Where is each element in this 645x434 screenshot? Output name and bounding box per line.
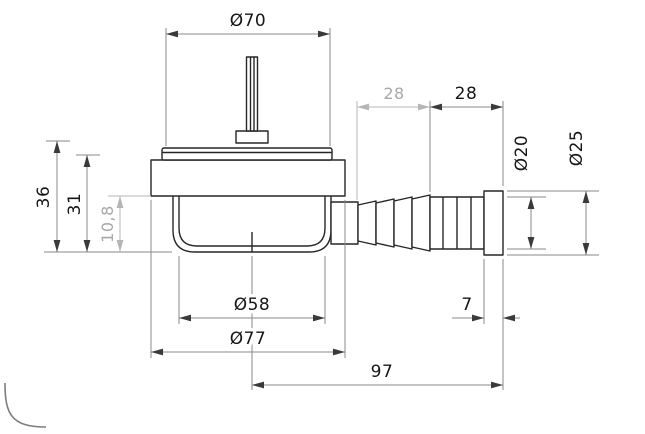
- dim-dia70: Ø70: [166, 8, 330, 38]
- part-geometry: [150, 56, 504, 256]
- dim-28-barb: 28: [430, 81, 503, 111]
- dim-label-31: 31: [65, 193, 85, 216]
- threaded-stem: [245, 56, 259, 132]
- barb-cone-1: [357, 200, 377, 246]
- dim-label-dia20: Ø20: [512, 135, 532, 172]
- dim-label-dia58: Ø58: [234, 295, 271, 315]
- frame-corner-arc: [4, 382, 47, 428]
- dim-28-taper: 28: [357, 81, 430, 111]
- dim-31: 31: [62, 155, 91, 252]
- barb-cone-2: [375, 198, 395, 248]
- barb-cone-4: [411, 194, 431, 252]
- stem-crossbar: [235, 130, 269, 144]
- dim-dia58: Ø58: [179, 292, 325, 322]
- dim-label-28-barb: 28: [455, 84, 478, 104]
- dim-label-dia70: Ø70: [230, 11, 267, 31]
- dim-97: 97: [252, 359, 503, 389]
- dim-label-36: 36: [34, 186, 54, 209]
- dim-label-dia77: Ø77: [230, 329, 267, 349]
- hose-end-collar: [483, 190, 504, 256]
- dim-label-28-taper: 28: [383, 84, 404, 103]
- dim-label-10-8: 10,8: [98, 205, 117, 243]
- dimensions: Ø70 28 28 Ø20 Ø25 36 31 10,8: [31, 8, 591, 389]
- dim-7: 7: [452, 292, 520, 322]
- barb-cone-3: [393, 196, 413, 250]
- dim-10-8: 10,8: [95, 196, 124, 252]
- dim-label-97: 97: [371, 362, 394, 382]
- drain-body: [150, 159, 346, 197]
- extension-lines: [44, 28, 599, 390]
- top-flange: [161, 147, 333, 161]
- dim-label-7: 7: [461, 295, 472, 315]
- dim-dia25: Ø25: [564, 126, 591, 255]
- dim-36: 36: [31, 141, 61, 252]
- dim-dia20: Ø20: [509, 131, 536, 249]
- dim-label-dia25: Ø25: [567, 130, 587, 167]
- dim-dia77: Ø77: [151, 326, 345, 356]
